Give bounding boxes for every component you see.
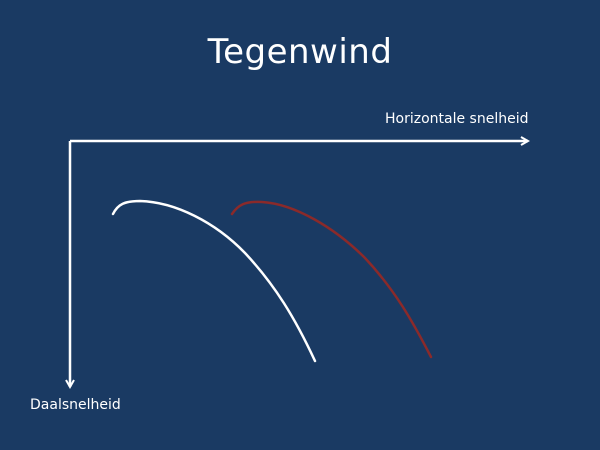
polar-curve-white [111,199,317,363]
polar-curve-red [230,200,433,359]
slide-title: Tegenwind [207,32,393,72]
x-axis-label: Horizontale snelheid [385,111,529,127]
y-axis-label: Daalsnelheid [30,397,121,413]
